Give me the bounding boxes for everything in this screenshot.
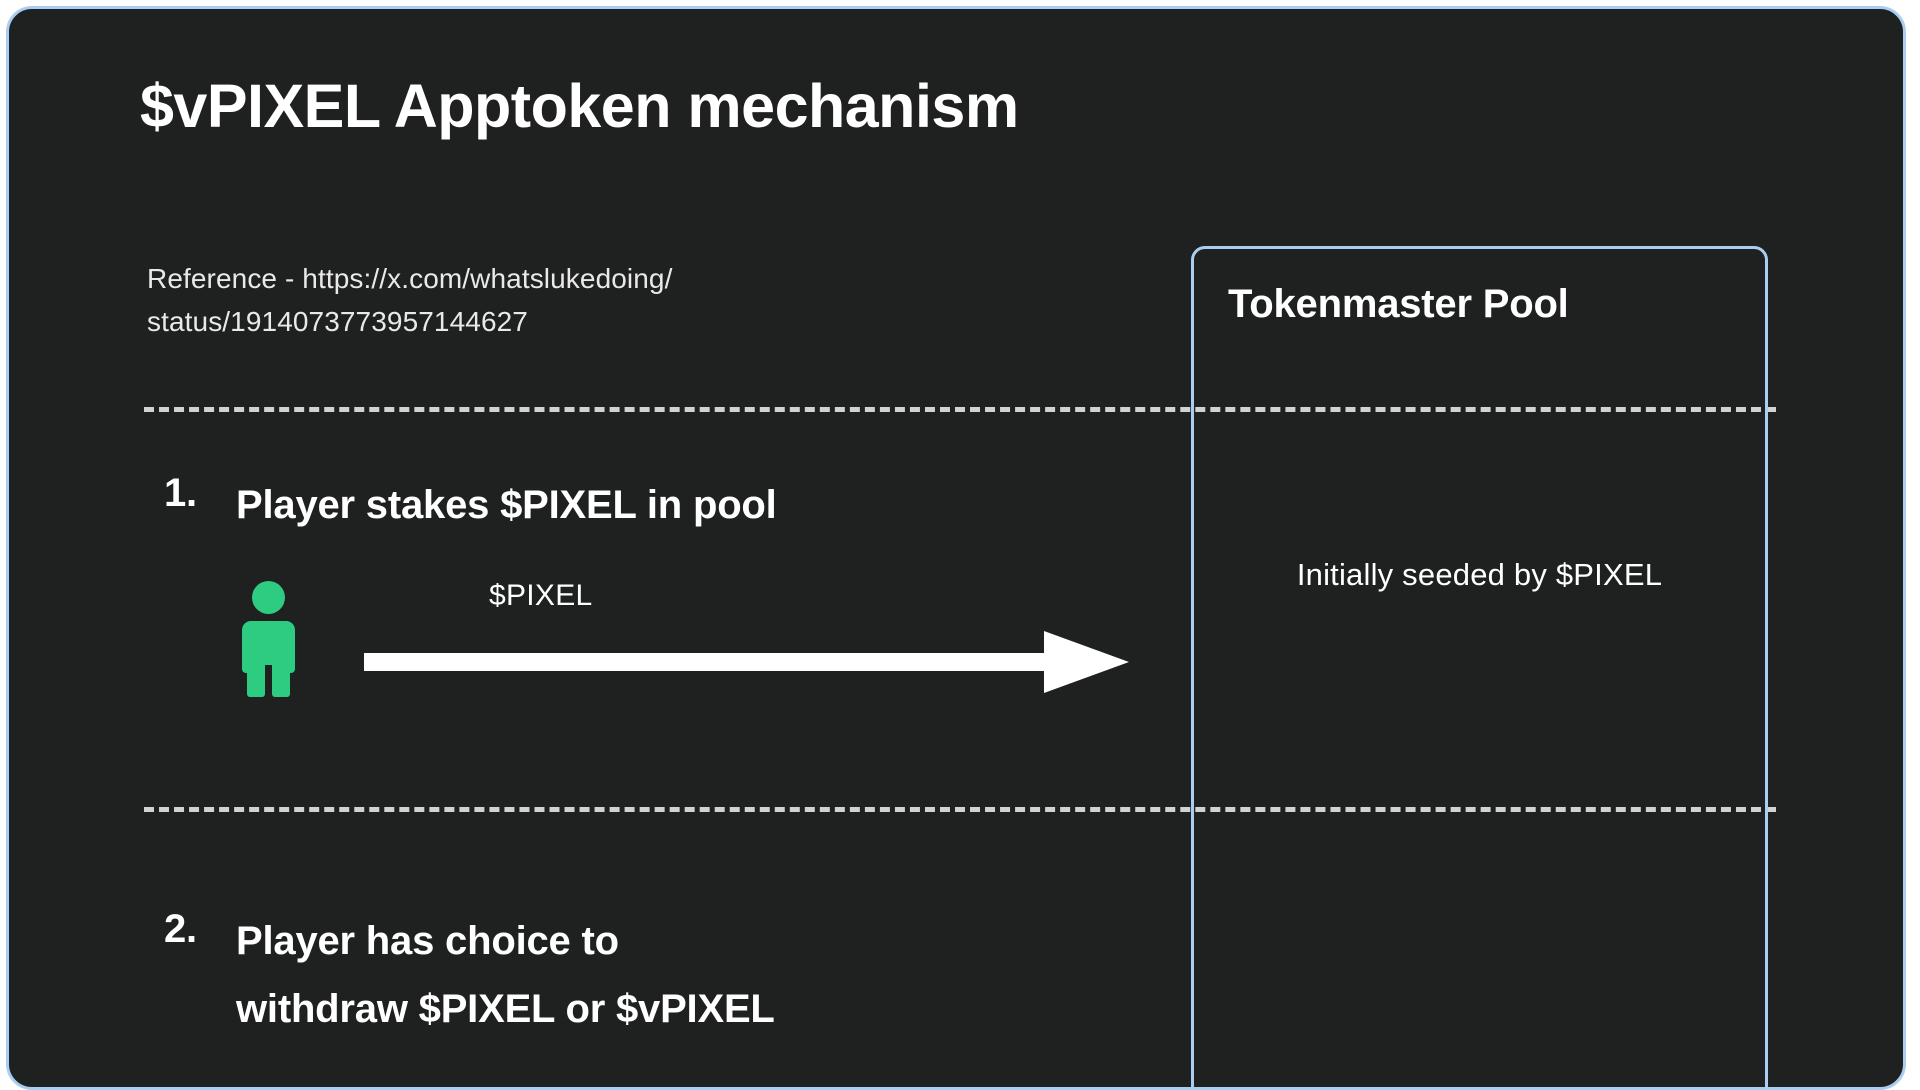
person-body: [242, 621, 295, 673]
person-leg-gap: [265, 665, 272, 699]
arrow-right-icon: [364, 631, 1129, 693]
reference-line-1: Reference - https://x.com/whatslukedoing…: [147, 263, 673, 294]
flow-row-step-1: $PIXEL: [239, 579, 1139, 699]
step-2: 2. Player has choice to withdraw $PIXEL …: [164, 907, 775, 1043]
tokenmaster-pool-panel: Tokenmaster Pool Initially seeded by $PI…: [1191, 246, 1768, 1087]
arrow-head: [1044, 631, 1129, 693]
divider-middle: [144, 807, 1776, 812]
slide-frame: $vPIXEL Apptoken mechanism Reference - h…: [6, 6, 1906, 1090]
arrow-shaft: [364, 653, 1064, 671]
step-2-number: 2.: [164, 907, 197, 951]
step-2-text: Player has choice to withdraw $PIXEL or …: [236, 919, 775, 1031]
step-1-number: 1.: [164, 471, 197, 515]
person-leg-left: [247, 665, 265, 697]
person-head: [252, 581, 285, 614]
person-leg-right: [272, 665, 290, 697]
reference-line-2: status/1914073773957144627: [147, 306, 528, 337]
tokenmaster-pool-title: Tokenmaster Pool: [1228, 282, 1569, 326]
arrow-label-pixel: $PIXEL: [489, 579, 593, 612]
reference-block: Reference - https://x.com/whatslukedoing…: [147, 257, 672, 343]
person-icon: [239, 581, 297, 699]
page-title: $vPIXEL Apptoken mechanism: [140, 72, 1019, 140]
step-1: 1. Player stakes $PIXEL in pool: [164, 471, 777, 539]
pool-seed-text: Initially seeded by $PIXEL: [1296, 557, 1663, 592]
step-1-text: Player stakes $PIXEL in pool: [236, 483, 777, 527]
divider-top: [144, 407, 1776, 412]
